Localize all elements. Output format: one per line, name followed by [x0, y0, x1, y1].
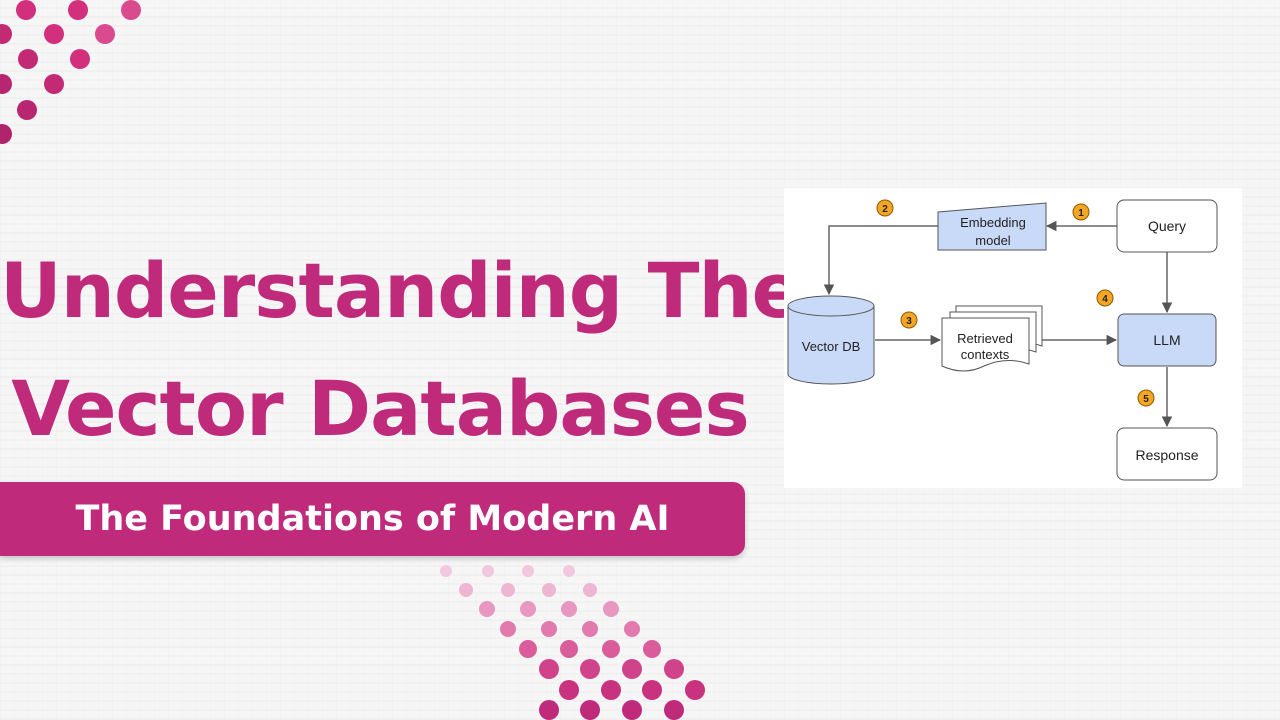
- decorative-dot: [559, 680, 579, 700]
- page-title: Understanding The Vector Databases: [0, 232, 803, 468]
- node-llm: LLM: [1117, 313, 1217, 367]
- node-embedding-label-line2: model: [975, 233, 1011, 248]
- decorative-dot: [642, 680, 662, 700]
- step-badge-1-label: 1: [1078, 208, 1084, 219]
- node-retrieved-label-line2: contexts: [961, 347, 1010, 362]
- node-response-label: Response: [1135, 447, 1198, 463]
- decorative-dot: [479, 601, 495, 617]
- step-badge-4: 4: [1096, 289, 1114, 307]
- decorative-dot: [519, 640, 537, 658]
- decorative-dot: [500, 621, 516, 637]
- node-query-label: Query: [1148, 218, 1186, 234]
- decorative-dot: [624, 621, 640, 637]
- subtitle-banner: The Foundations of Modern AI: [0, 482, 745, 556]
- decorative-dot: [482, 565, 494, 577]
- decorative-dot: [664, 659, 684, 679]
- decorative-dot: [601, 680, 621, 700]
- decorative-dot: [440, 565, 452, 577]
- diagram-panel: Query Embedding model Vector DB Retrieve…: [784, 188, 1242, 488]
- step-badge-2: 2: [876, 199, 894, 217]
- node-llm-label: LLM: [1153, 332, 1180, 348]
- edge-embedding-to-vectordb: [823, 225, 938, 296]
- decorative-dot: [582, 621, 598, 637]
- decorative-dot: [541, 621, 557, 637]
- node-vector-db-label: Vector DB: [802, 339, 861, 354]
- step-badge-2-label: 2: [882, 204, 888, 215]
- decorative-dot: [664, 700, 684, 720]
- node-retrieved-label-line1: Retrieved: [957, 331, 1013, 346]
- decorative-dots-top-left: [0, 0, 141, 144]
- decorative-dot: [459, 583, 473, 597]
- subtitle-text: The Foundations of Modern AI: [75, 499, 670, 539]
- decorative-dot: [622, 700, 642, 720]
- step-badge-5-label: 5: [1143, 394, 1149, 405]
- decorative-dot: [685, 680, 705, 700]
- node-response: Response: [1116, 427, 1218, 481]
- step-badge-3-label: 3: [906, 316, 912, 327]
- node-retrieved-contexts: Retrieved contexts: [941, 305, 1043, 372]
- decorative-dot: [580, 700, 600, 720]
- node-vector-db: Vector DB: [787, 295, 875, 385]
- decorative-dot: [542, 583, 556, 597]
- decorative-dot: [522, 565, 534, 577]
- title-line-2: Vector Databases: [11, 364, 749, 453]
- decorative-dot: [539, 700, 559, 720]
- decorative-dot: [602, 640, 620, 658]
- node-query: Query: [1116, 199, 1218, 253]
- rag-pipeline-diagram: Query Embedding model Vector DB Retrieve…: [787, 199, 1218, 481]
- decorative-dot: [560, 640, 578, 658]
- decorative-dot: [501, 583, 515, 597]
- node-embedding-model: Embedding model: [937, 202, 1047, 251]
- decorative-dot: [561, 601, 577, 617]
- decorative-dot: [603, 601, 619, 617]
- title-line-1: Understanding The: [0, 246, 803, 335]
- decorative-dot: [583, 583, 597, 597]
- step-badge-1: 1: [1072, 203, 1090, 221]
- node-embedding-label-line1: Embedding: [960, 215, 1026, 230]
- decorative-dot: [539, 659, 559, 679]
- decorative-dot: [622, 659, 642, 679]
- step-badge-5: 5: [1137, 389, 1155, 407]
- decorative-dot: [580, 659, 600, 679]
- decorative-dot: [563, 565, 575, 577]
- decorative-dot: [643, 640, 661, 658]
- step-badge-3: 3: [900, 311, 918, 329]
- decorative-dot: [520, 601, 536, 617]
- step-badge-4-label: 4: [1102, 294, 1108, 305]
